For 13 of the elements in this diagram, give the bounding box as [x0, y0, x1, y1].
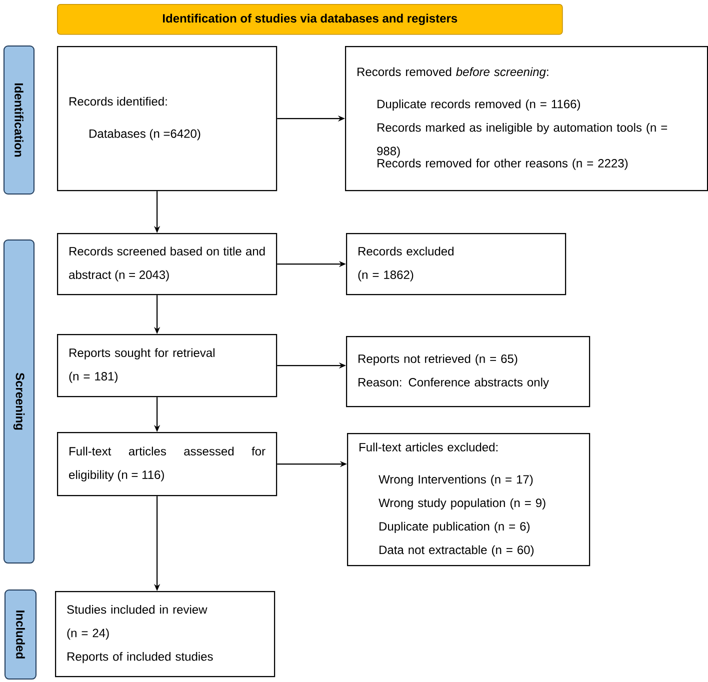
process-box: Studies included in review (n = 24) Reports of included studies — [55, 591, 276, 678]
process-box: Records identified: Databases (n =6420) — [57, 46, 278, 192]
process-box: Reports sought for retrieval (n = 181) — [57, 334, 278, 398]
process-box: Full-text articles excluded: Wrong Interventions (n = 17) Wrong study population (n = 9) Duplicate publication (n = 6) Data not extractable (n = 60) — [347, 433, 590, 566]
phase-band: Identification — [4, 46, 34, 194]
title-banner: Identification of studies via databases and registers — [57, 4, 563, 35]
process-box: Records screened based on title and abstract (n = 2043) — [57, 233, 278, 296]
process-box: Records removed before screening: Duplicate records removed (n = 1166) Records marked as ineligible by automation tools (n = 988) Records removed for other reasons (n = 2223) — [345, 46, 708, 192]
phase-band: Included — [4, 590, 36, 680]
process-box: Reports not retrieved (n = 65) Reason: Conference abstracts only — [346, 336, 590, 408]
process-box: Records excluded (n = 1862) — [346, 233, 566, 296]
phase-band: Screening — [4, 240, 34, 564]
process-box: Full-text articles assessed for eligibility (n = 116) — [57, 432, 278, 496]
